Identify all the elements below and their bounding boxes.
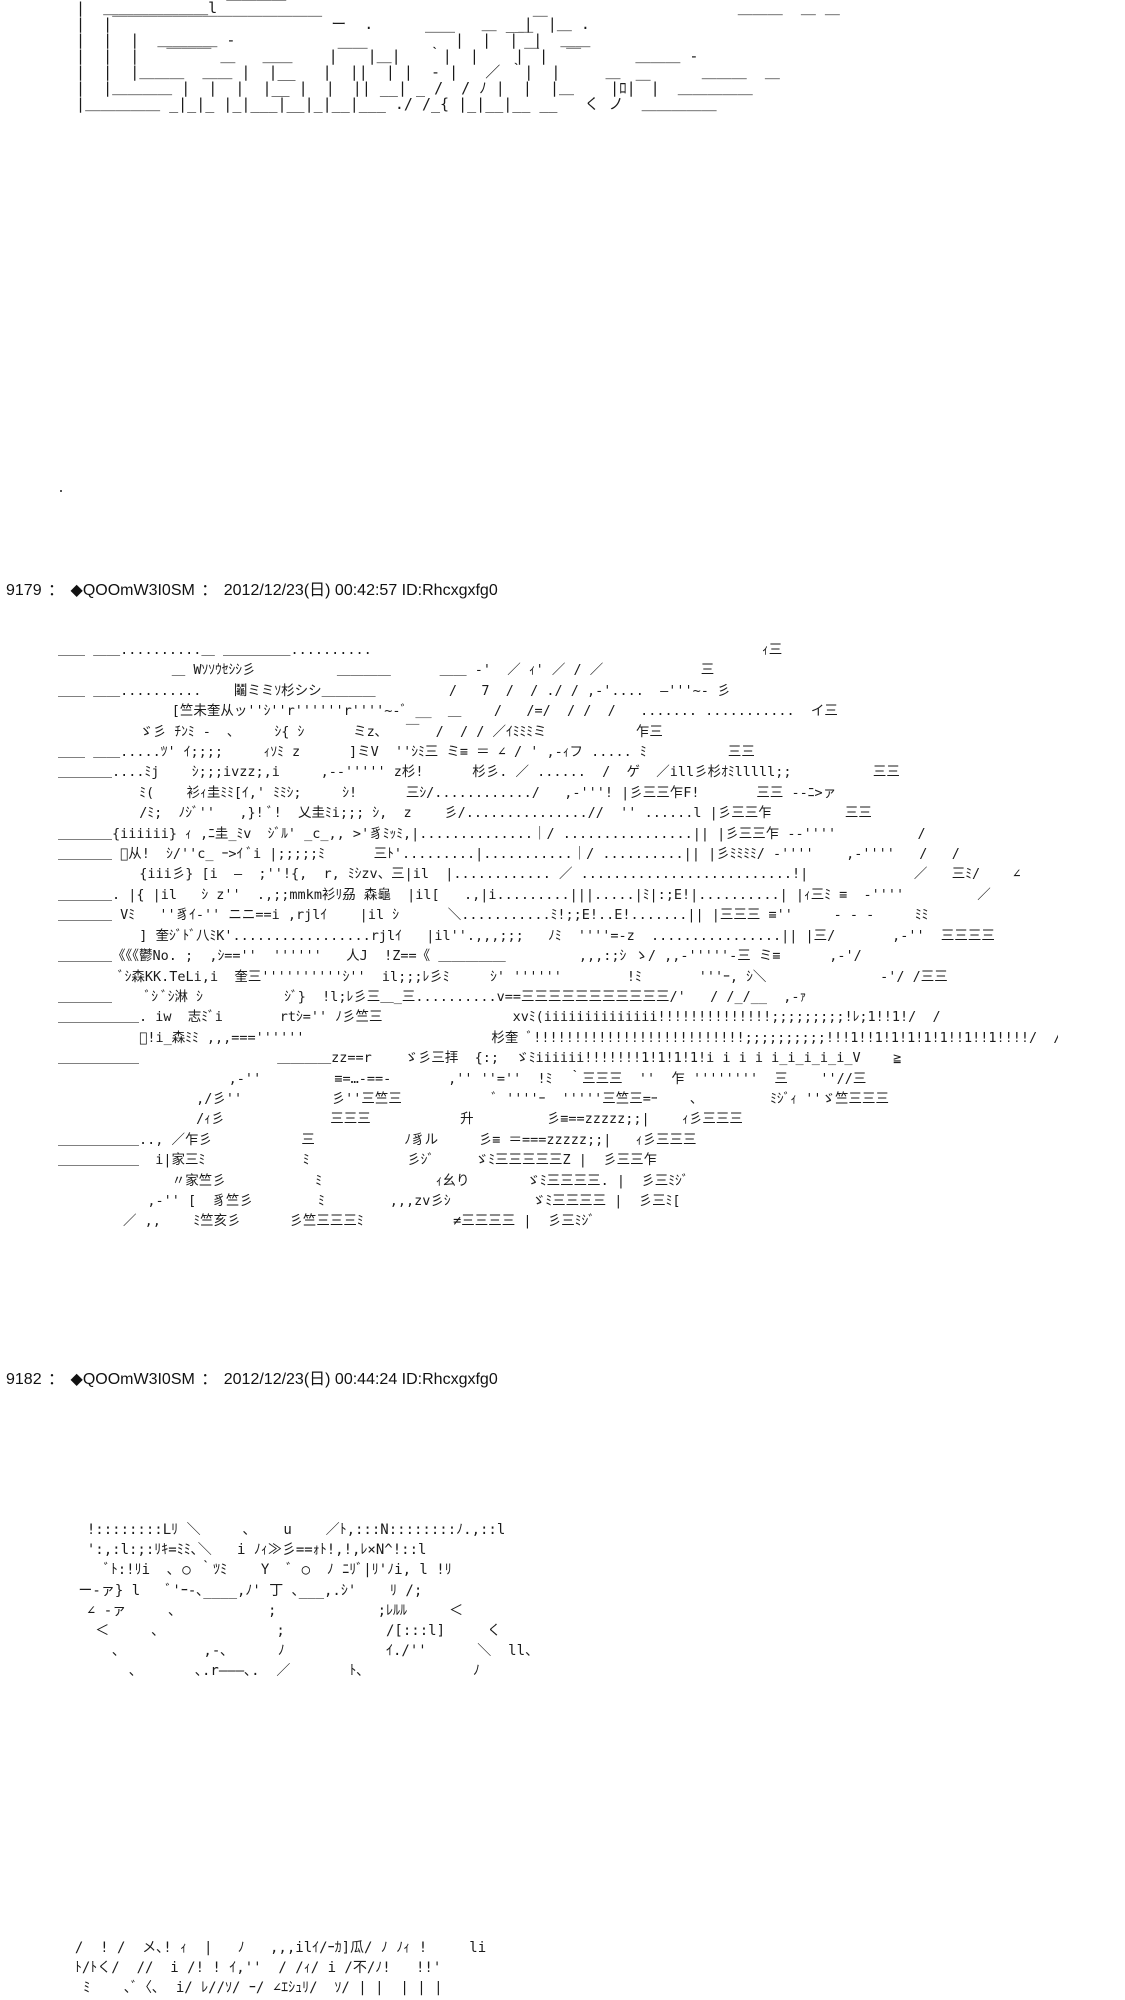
post-number: 9182: [6, 1371, 42, 1388]
post-id: ID:Rhcxgxfg0: [401, 1371, 498, 1388]
post-id: ID:Rhcxgxfg0: [401, 582, 498, 599]
post-number: 9179: [6, 582, 42, 599]
post-trip: ◆QOOmW3I0SM: [70, 1371, 195, 1388]
post-trip: ◆QOOmW3I0SM: [70, 582, 195, 599]
post-separator: ：: [201, 1371, 218, 1388]
post-header-9179: 9179 ： ◆QOOmW3I0SM ： 2012/12/23(日) 00:42…: [6, 581, 498, 601]
post-date: 2012/12/23(日) 00:44:24: [223, 1371, 398, 1388]
post-separator: ：: [48, 1371, 65, 1388]
post-date: 2012/12/23(日) 00:42:57: [223, 582, 398, 599]
bottom-ascii-art: / ! / メ､! ｨ | ﾉ ,,,ilｲ/ｰｶ]瓜/ ﾉ ﾉｨ ! li ﾄ…: [74, 1940, 487, 1996]
post-header-9182: 9182 ： ◆QOOmW3I0SM ： 2012/12/23(日) 00:44…: [6, 1370, 498, 1390]
fire-ascii-art: ＿＿ ＿＿..........＿ ＿＿＿＿＿.......... ｨ三 ＿ Wｿ…: [58, 642, 1058, 1230]
face-ascii-art: !::::::::Lﾘ ＼ ､ u ／ﾄ,:::N::::::::ﾉ.,::l …: [78, 1522, 540, 1680]
stray-dot: [60, 490, 62, 492]
post-separator: ：: [48, 582, 65, 599]
title-ascii-art: | ＿＿＿＿＿＿＿l ￣￣￣￣ ＿＿＿ ＿ ＿ | |￣￣￣￣￣￣￣￣￣￣￣￣￣…: [76, 0, 840, 113]
post-separator: ：: [201, 582, 218, 599]
